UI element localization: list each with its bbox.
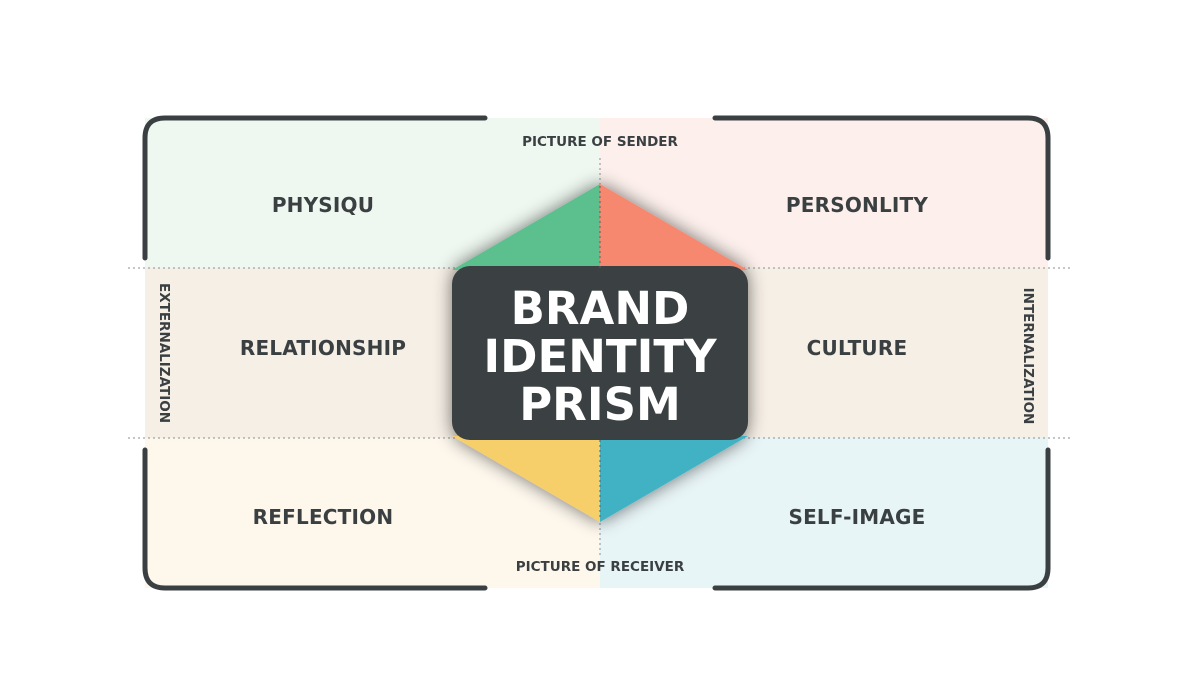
facet-self-image: SELF-IMAGE — [788, 505, 925, 529]
hexagon-segment-top-left — [452, 184, 600, 270]
hexagon-center-panel — [452, 266, 748, 440]
facet-culture: CULTURE — [807, 336, 908, 360]
frame-brackets — [142, 115, 1051, 591]
facet-personality: PERSONLITY — [786, 193, 928, 217]
hexagon-segment-bottom-left — [452, 436, 600, 522]
title-line-1: BRAND — [511, 282, 690, 335]
facet-relationship: RELATIONSHIP — [240, 336, 406, 360]
facet-reflection: REFLECTION — [253, 505, 394, 529]
label-internalization: INTERNALIZATION — [1020, 288, 1036, 425]
label-externalization: EXTERNALIZATION — [156, 283, 172, 423]
label-picture-of-receiver: PICTURE OF RECEIVER — [516, 559, 685, 575]
hexagon-segment-top-right — [600, 184, 748, 270]
label-picture-of-sender: PICTURE OF SENDER — [522, 134, 678, 150]
hexagon-segment-bottom-right — [600, 436, 748, 522]
prism-hexagon — [452, 184, 748, 522]
title-line-3: PRISM — [519, 378, 681, 431]
title-line-2: IDENTITY — [483, 330, 718, 383]
facet-physique: PHYSIQU — [272, 193, 374, 217]
